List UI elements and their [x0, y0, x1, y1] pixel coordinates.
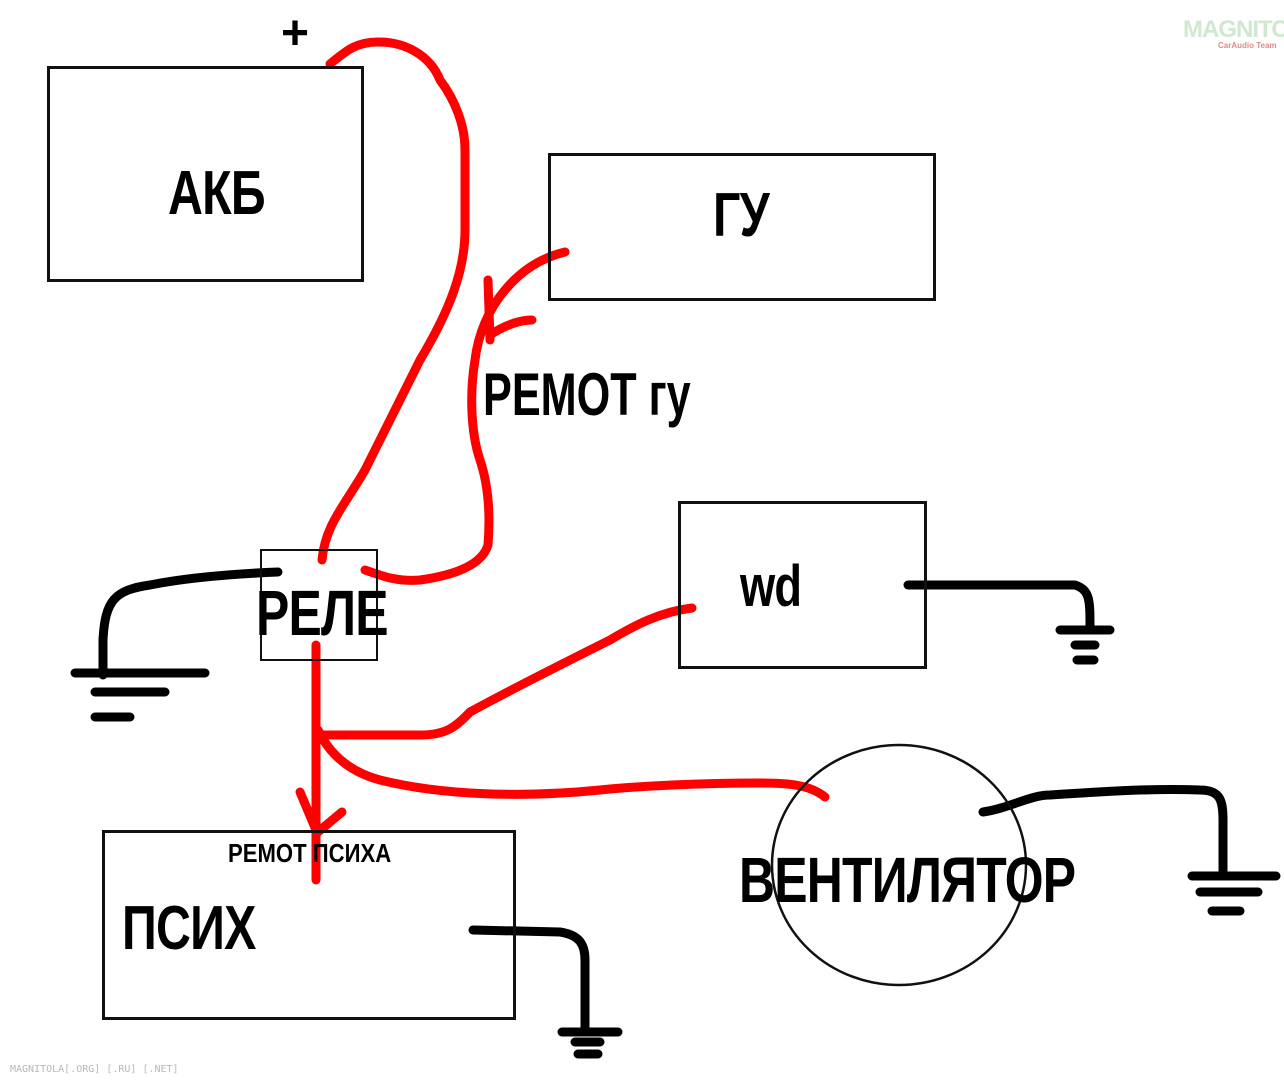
wd-box	[678, 501, 927, 669]
watermark-logo: MAGNITOLA	[1183, 16, 1284, 43]
amp-arrow-left	[295, 787, 321, 835]
ground-wire-amp	[468, 925, 590, 1035]
amplifier-label: ПСИХ	[122, 894, 256, 963]
wire-fan-to-remote	[313, 725, 830, 802]
battery-label: АКБ	[168, 159, 266, 228]
amp-arrow-right	[313, 807, 347, 837]
relay-label: РЕЛЕ	[256, 577, 389, 649]
head-unit-box	[548, 153, 936, 301]
wd-label: wd	[740, 554, 802, 619]
ground-wire-fan	[978, 784, 1228, 880]
ground-wire-relay	[98, 567, 283, 680]
relay-box	[260, 549, 378, 661]
wire-wd-to-remote	[313, 603, 697, 740]
ground-symbol-relay	[70, 668, 210, 722]
battery-box	[47, 66, 364, 282]
head-unit-label: ГУ	[713, 181, 770, 250]
wire-battery-plus-to-relay	[317, 37, 470, 565]
fan-label: ВЕНТИЛЯТОР	[739, 844, 1076, 916]
remote-head-unit-label: РЕМОТ гу	[483, 361, 691, 428]
remote-arrow-head-b	[485, 315, 537, 340]
wire-remote-hu-to-relay	[360, 247, 570, 585]
ground-wire-wd	[903, 580, 1095, 633]
watermark-footer: MAGNITOLA[.ORG] [.RU] [.NET]	[10, 1064, 179, 1075]
fan-circle	[770, 743, 1028, 987]
ground-symbol-amp	[557, 1027, 623, 1059]
amplifier-box	[102, 830, 516, 1020]
watermark-subtitle: CarAudio Team	[1218, 41, 1277, 50]
ground-symbol-fan	[1187, 871, 1281, 916]
ground-symbol-wd	[1055, 625, 1115, 665]
amplifier-remote-label: РЕМОТ ПСИХА	[228, 838, 392, 868]
battery-plus-terminal: +	[281, 7, 310, 60]
